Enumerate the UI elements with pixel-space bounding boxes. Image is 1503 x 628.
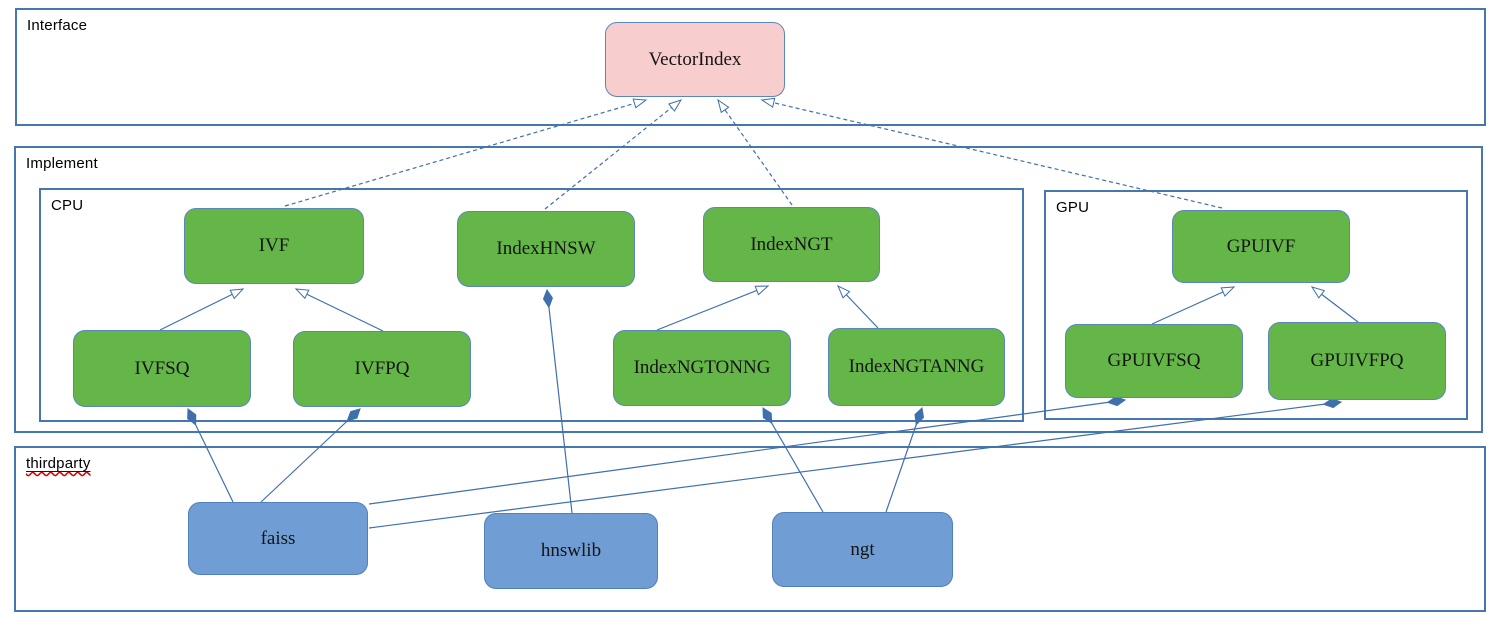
node-indexhnsw[interactable]: IndexHNSW	[457, 211, 635, 287]
edge-realization-gpuivf-vectorindex[interactable]	[760, 97, 1223, 209]
node-ivf-label: IVF	[258, 235, 290, 256]
edge-composition-faiss-gpuivfpq[interactable]	[368, 402, 1341, 529]
node-ivfsq[interactable]: IVFSQ	[73, 330, 251, 407]
node-indexhnsw-label: IndexHNSW	[496, 238, 596, 259]
cpu-container[interactable]: CPU	[39, 188, 1024, 422]
edge-inheritance-ivfsq-ivf[interactable]	[159, 288, 245, 331]
node-gpuivfpq-label: GPUIVFPQ	[1310, 350, 1404, 371]
edge-composition-faiss-ivfpq[interactable]	[260, 409, 360, 503]
implement-container-label: Implement	[26, 155, 98, 172]
node-vectorindex[interactable]: VectorIndex	[605, 22, 785, 97]
implement-container[interactable]: Implement	[14, 146, 1483, 433]
node-gpuivf-label: GPUIVF	[1226, 235, 1296, 257]
node-gpuivf[interactable]: GPUIVF	[1172, 210, 1350, 283]
edge-realization-ivf-vectorindex[interactable]	[284, 98, 648, 207]
interface-container-label: Interface	[27, 17, 88, 34]
edge-realization-indexhnsw-vectorindex[interactable]	[544, 99, 683, 210]
node-gpuivfsq[interactable]: GPUIVFSQ	[1065, 324, 1243, 398]
node-ngt-label: ngt	[850, 538, 875, 560]
node-ivfpq[interactable]: IVFPQ	[293, 331, 471, 407]
node-ivfpq-label: IVFPQ	[354, 358, 410, 379]
edge-inheritance-indexngtonng-indexngt[interactable]	[656, 285, 770, 331]
node-ivf[interactable]: IVF	[184, 208, 364, 284]
node-faiss-label: faiss	[260, 527, 296, 549]
gpu-container-label: GPU	[1056, 199, 1090, 216]
thirdparty-container-label: thirdparty	[26, 455, 91, 472]
node-indexngtonng[interactable]: IndexNGTONNG	[613, 330, 791, 406]
node-ivfsq-label: IVFSQ	[134, 357, 190, 379]
node-indexngt[interactable]: IndexNGT	[703, 207, 880, 282]
node-ngt[interactable]: ngt	[772, 512, 953, 587]
node-vectorindex-label: VectorIndex	[648, 48, 742, 70]
interface-container[interactable]: Interface	[15, 8, 1486, 126]
node-indexngtonng-label: IndexNGTONNG	[633, 357, 771, 378]
node-faiss[interactable]: faiss	[188, 502, 368, 575]
edge-inheritance-indexngtanng-indexngt[interactable]	[837, 284, 879, 329]
node-hnswlib-label: hnswlib	[540, 540, 602, 561]
node-gpuivfpq[interactable]: GPUIVFPQ	[1268, 322, 1446, 400]
edge-composition-faiss-ivfsq[interactable]	[188, 409, 234, 503]
cpu-container-label: CPU	[51, 197, 84, 214]
node-hnswlib[interactable]: hnswlib	[484, 513, 658, 589]
edge-inheritance-gpuivfsq-gpuivf[interactable]	[1151, 286, 1236, 325]
edge-composition-ngt-indexngtonng[interactable]	[763, 408, 824, 513]
edge-composition-ngt-indexngtanng[interactable]	[885, 408, 922, 513]
edge-composition-faiss-gpuivfsq[interactable]	[368, 400, 1125, 505]
node-gpuivfsq-label: GPUIVFSQ	[1107, 350, 1201, 371]
node-indexngtanng-label: IndexNGTANNG	[848, 356, 985, 377]
edge-inheritance-ivfpq-ivf[interactable]	[294, 288, 384, 332]
gpu-container[interactable]: GPU	[1044, 190, 1468, 420]
node-indexngt-label: IndexNGT	[750, 233, 833, 255]
edge-composition-hnswlib-indexhnsw[interactable]	[547, 290, 573, 514]
node-indexngtanng[interactable]: IndexNGTANNG	[828, 328, 1005, 406]
edge-realization-indexngt-vectorindex[interactable]	[717, 98, 793, 206]
thirdparty-container[interactable]: thirdparty	[14, 446, 1486, 612]
edge-inheritance-gpuivfpq-gpuivf[interactable]	[1310, 286, 1359, 323]
